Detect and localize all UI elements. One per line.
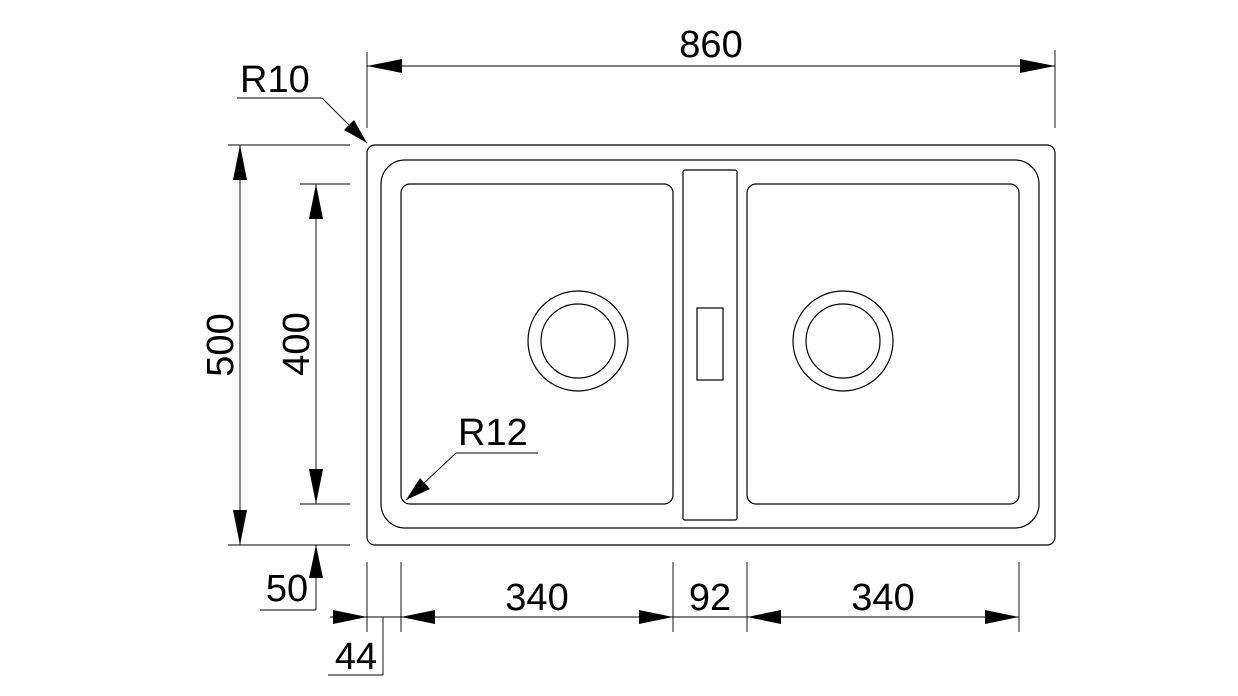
dim-bottom-offset-label: 50 [266, 568, 308, 610]
outer-rim [366, 144, 1056, 546]
left-drain-outer [527, 290, 629, 392]
dim-right-bowl-width-label: 340 [851, 577, 914, 619]
dim-bowl-height-label: 400 [276, 312, 318, 375]
dim-bottom-offset: 50 [260, 545, 323, 611]
dim-left-offset-label: 44 [335, 636, 377, 678]
dim-divider-width-label: 92 [689, 577, 731, 619]
dim-bottom-chain: 44 340 92 340 [328, 562, 1020, 678]
left-bowl-outline [400, 183, 674, 505]
left-bowl [400, 183, 674, 505]
dim-overall-height: 500 [200, 144, 350, 546]
left-drain-inner [540, 303, 616, 379]
dim-overall-width: 860 [366, 24, 1056, 128]
overflow-slot [696, 307, 724, 381]
dim-outer-radius-label: R10 [240, 59, 310, 101]
inner-rim [380, 159, 1040, 529]
dim-outer-radius: R10 [237, 59, 368, 144]
divider-outline [682, 169, 738, 521]
right-drain-inner [805, 303, 881, 379]
dim-bowl-height: 400 [276, 183, 350, 505]
dim-left-bowl-width-label: 340 [505, 577, 568, 619]
right-bowl-outline [746, 183, 1020, 505]
dim-overall-height-label: 500 [200, 313, 242, 376]
sink-outline [366, 144, 1056, 546]
dim-bowl-radius-label: R12 [458, 412, 528, 454]
divider [682, 169, 738, 521]
dim-overall-width-label: 860 [679, 24, 742, 66]
dim-bowl-radius: R12 [405, 412, 538, 501]
right-bowl [746, 183, 1020, 505]
right-drain-outer [792, 290, 894, 392]
